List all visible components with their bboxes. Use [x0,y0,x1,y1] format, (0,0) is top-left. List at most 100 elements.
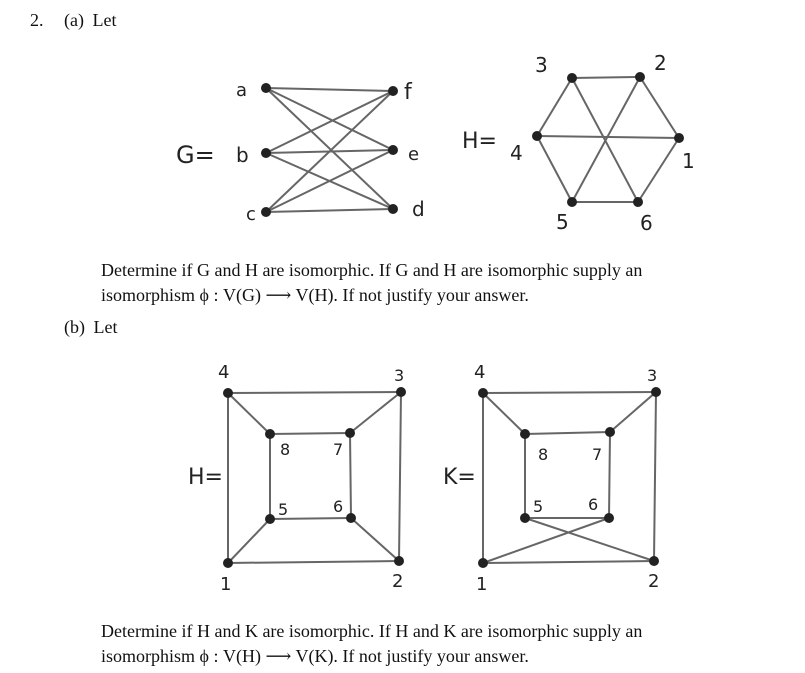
edge-c-f [265,90,394,213]
vertex-h-2 [635,72,645,82]
edge-a-f [265,87,394,92]
label-f: f [404,80,413,105]
part-b-label: (b) [64,317,85,337]
edge-a-e [265,87,394,151]
edge-hb-7-6 [349,432,352,519]
vertex-hb-8 [265,429,275,439]
vertex-e [388,145,398,155]
label-hb-4: 4 [218,362,229,383]
part-b-question-line2: isomorphism ϕ : V(H) ⟶ V(K). If not just… [101,645,529,667]
edge-hb-8-7 [269,432,351,435]
edge-b-f [265,90,394,154]
graph-h-a-vertices [532,72,684,207]
part-a-question-line1: Determine if G and H are isomorphic. If … [101,259,642,281]
edge-hb-1-5 [227,518,271,564]
vertex-h-4 [532,131,542,141]
part-a-question-text-1: Determine if G and H are isomorphic. If … [101,260,643,280]
label-h-4: 4 [510,141,523,165]
edge-k-4-8 [482,392,526,435]
edge-k-3-2 [653,391,657,562]
label-hb-6: 6 [333,497,343,516]
graph-k-edges [482,391,657,564]
label-hb-7: 7 [333,440,343,459]
label-k-2: 2 [648,571,659,592]
label-hb-2: 2 [392,571,403,592]
label-h-3: 3 [535,53,548,77]
part-a-heading: (a) Let [64,9,116,31]
part-a-label: (a) [64,10,84,30]
edge-4-3 [536,77,573,137]
edge-3-2 [571,76,641,79]
vertex-hb-7 [345,428,355,438]
edge-a-d [265,87,394,210]
problem-number: 2. [30,9,44,31]
graph-h-b-edges [227,391,402,564]
graph-g-vertices [261,83,398,217]
edge-5-4 [536,135,573,203]
vertex-k-4 [478,388,488,398]
label-d: d [412,197,425,221]
label-hb-5: 5 [278,500,288,519]
vertex-k-1 [478,558,488,568]
edge-c-e [265,149,394,213]
graph-g-edges [265,87,394,213]
vertex-b [261,148,271,158]
vertex-h-1 [674,133,684,143]
vertex-k-7 [605,427,615,437]
edge-hb-4-3 [227,391,402,394]
label-k-3: 3 [647,366,657,385]
label-b: b [236,143,249,167]
vertex-hb-5 [265,514,275,524]
problem-number-text: 2. [30,10,44,30]
graph-g-name: G= [176,141,215,169]
label-k-7: 7 [592,445,602,464]
label-k-1: 1 [476,574,487,595]
graph-k-vertices [478,387,661,568]
label-k-5: 5 [533,497,543,516]
label-k-8: 8 [538,445,548,464]
label-h-1: 1 [682,149,695,173]
edge-hb-2-1 [227,560,400,564]
label-a: a [236,80,247,101]
label-h-2: 2 [654,51,667,75]
edge-k-3-7 [609,391,657,433]
part-b-question-text-2: isomorphism ϕ : V(H) ⟶ V(K). If not just… [101,646,529,666]
vertex-k-2 [649,556,659,566]
vertex-f [388,86,398,96]
edge-c-d [265,208,394,213]
edge-k-1-6 [482,517,610,564]
vertex-k-8 [520,429,530,439]
edge-hb-3-2 [398,391,402,562]
graph-h-b-name: H= [188,465,223,490]
part-b-heading: (b) Let [64,316,118,338]
label-h-6: 6 [640,211,653,235]
part-a-question-line2: isomorphism ϕ : V(G) ⟶ V(H). If not just… [101,284,529,306]
edge-k-7-6 [608,431,611,519]
label-c: c [246,204,256,225]
label-e: e [408,144,419,165]
vertex-d [388,204,398,214]
vertex-a [261,83,271,93]
label-k-4: 4 [474,362,485,383]
graph-h-a-name: H= [462,129,497,154]
edge-k-2-5 [524,517,655,562]
graph-k-name: K= [443,465,476,490]
vertex-h-5 [567,197,577,207]
vertex-h-3 [567,73,577,83]
label-h-5: 5 [556,210,569,234]
graph-h-b-vertices [223,387,406,568]
graph-h-a-edges [536,76,680,203]
label-hb-8: 8 [280,440,290,459]
edge-hb-3-7 [349,391,402,434]
edge-hb-2-6 [350,517,400,562]
part-a-question-text-2: isomorphism ϕ : V(G) ⟶ V(H). If not just… [101,285,529,305]
vertex-hb-3 [396,387,406,397]
part-b-question-text-1: Determine if H and K are isomorphic. If … [101,621,643,641]
vertex-hb-2 [394,556,404,566]
part-a-intro: Let [92,10,117,30]
edge-k-8-7 [524,431,611,435]
